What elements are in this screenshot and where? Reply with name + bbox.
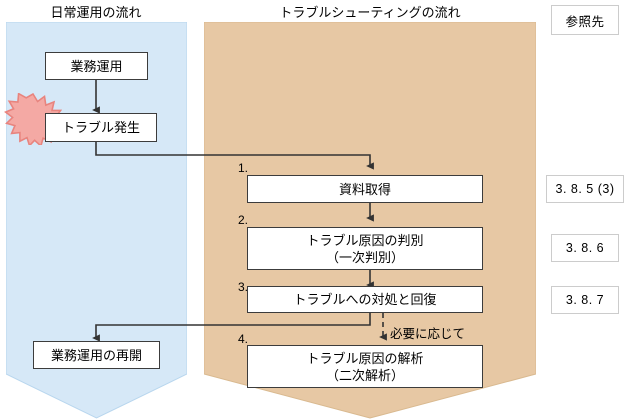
process-box-step-4[interactable]: トラブル原因の解析 （二次解析） [247, 345, 483, 388]
process-box-operation[interactable]: 業務運用 [45, 52, 148, 80]
process-box-step-2-label: トラブル原因の判別 [306, 232, 424, 248]
step-number-4: 4. [238, 332, 249, 346]
process-box-step-2-sublabel: （一次判別） [325, 249, 404, 265]
troubleshooting-flow-title: トラブルシューティングの流れ [279, 5, 461, 20]
reference-box-step-3-label: 3. 8. 7 [565, 293, 605, 307]
process-box-step-1-label: 資料取得 [338, 181, 391, 197]
reference-box-step-1: 3. 8. 5 (3) [546, 175, 624, 203]
step-number-3: 3. [238, 280, 249, 294]
process-box-step-4-label: トラブル原因の解析 [306, 350, 424, 366]
reference-box-step-2: 3. 8. 6 [551, 234, 619, 262]
step-number-1: 1. [238, 161, 249, 175]
reference-box-step-2-label: 3. 8. 6 [565, 241, 605, 255]
process-box-step-3[interactable]: トラブルへの対処と回復 [247, 286, 483, 313]
process-box-step-4-sublabel: （二次解析） [325, 367, 404, 383]
optional-path-label: 必要に応じて [390, 327, 466, 341]
process-box-trouble-occurs-label: トラブル発生 [61, 120, 140, 135]
reference-header-label: 参照先 [565, 14, 605, 29]
daily-flow-title: 日常運用の流れ [50, 5, 142, 20]
process-box-operation-resume-label: 業務運用の再開 [50, 347, 142, 363]
process-box-step-2[interactable]: トラブル原因の判別 （一次判別） [247, 227, 483, 270]
step-number-2: 2. [238, 213, 249, 227]
process-box-operation-resume[interactable]: 業務運用の再開 [33, 341, 160, 369]
reference-header-box: 参照先 [551, 5, 619, 35]
reference-box-step-3: 3. 8. 7 [551, 286, 619, 314]
reference-box-step-1-label: 3. 8. 5 (3) [555, 182, 615, 196]
process-box-operation-label: 業務運用 [70, 58, 123, 74]
process-box-step-1[interactable]: 資料取得 [247, 175, 483, 203]
process-box-trouble-occurs[interactable]: トラブル発生 [45, 113, 157, 142]
process-box-step-3-label: トラブルへの対処と回復 [293, 292, 437, 307]
